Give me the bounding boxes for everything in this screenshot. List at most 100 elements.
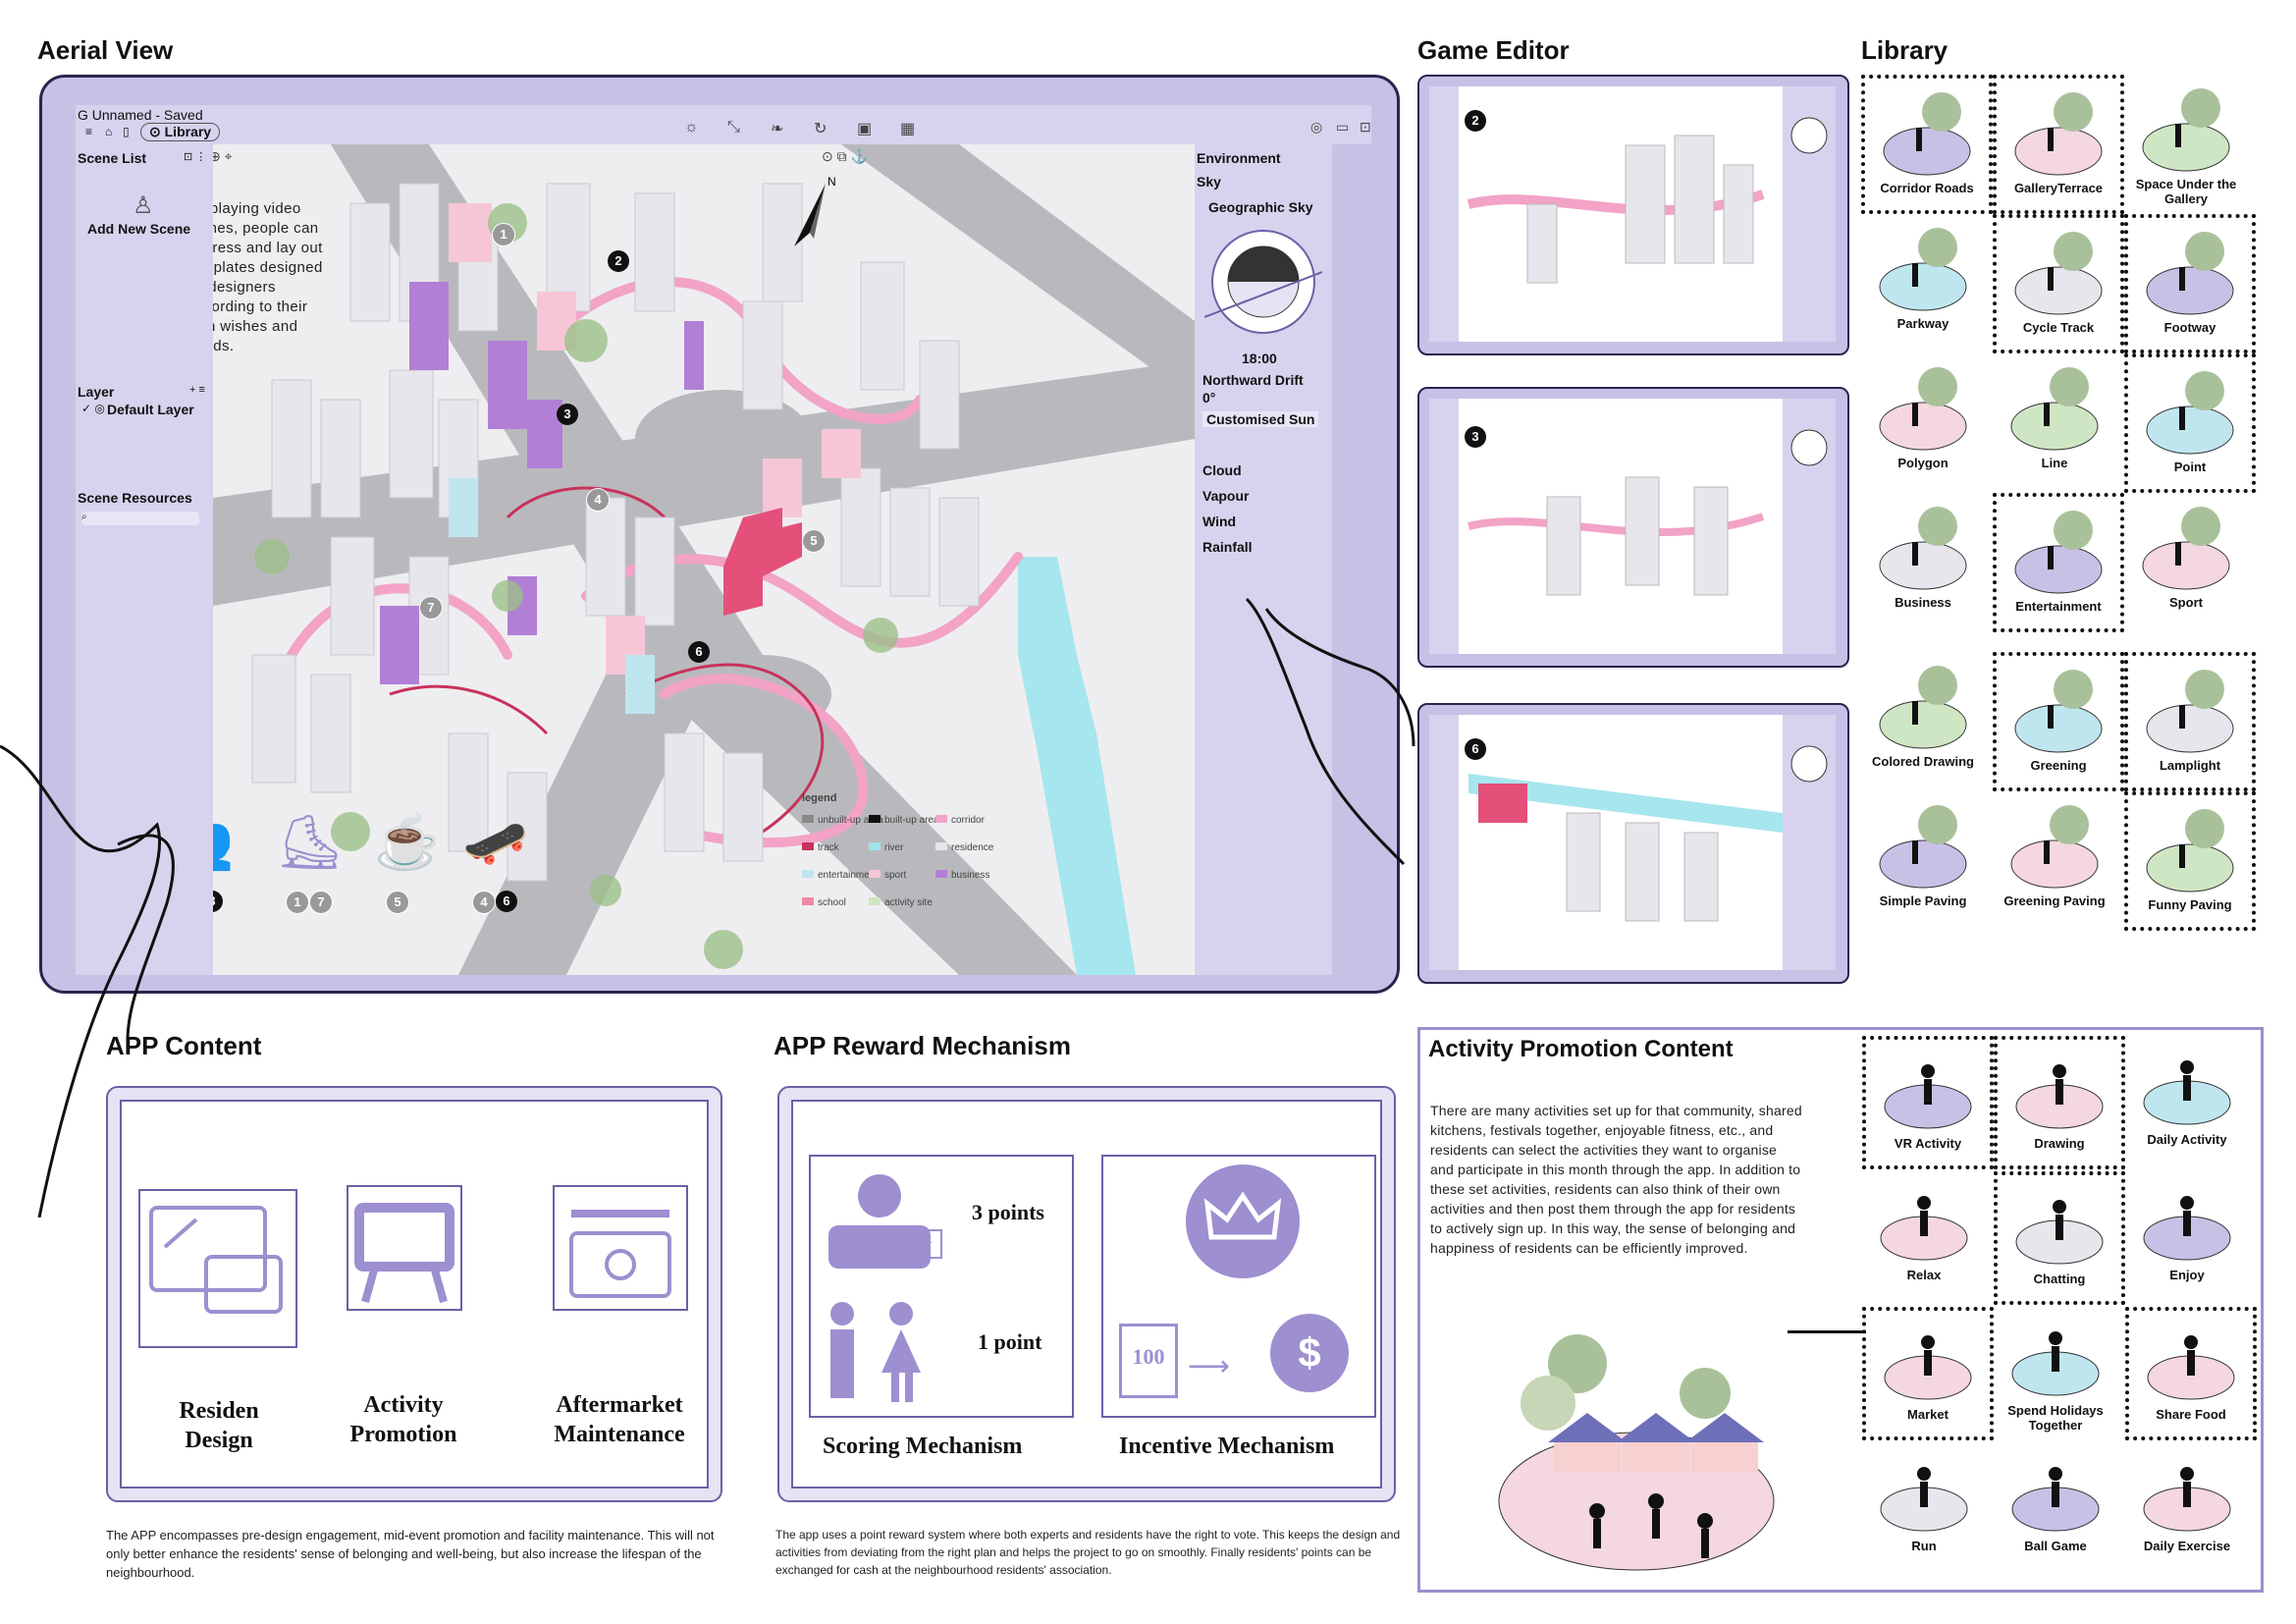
library-item[interactable]: Point xyxy=(2124,353,2256,493)
activity-item[interactable]: Drawing xyxy=(1994,1036,2125,1169)
refresh-icon[interactable]: ↻ xyxy=(814,121,828,137)
activity-item[interactable]: Relax xyxy=(1862,1171,1986,1297)
map-marker-4[interactable]: 4 xyxy=(586,488,610,512)
resource-search-input[interactable]: ⌕ xyxy=(81,512,199,525)
view-tools-icon[interactable]: ⊙ ⧉ ⚓ xyxy=(822,148,868,164)
add-layer-icon[interactable]: + ≡ xyxy=(189,384,205,396)
scene-list-options-icon[interactable]: ⊡ ⋮ xyxy=(184,151,207,163)
sky-dome-icon[interactable] xyxy=(1204,223,1322,341)
activity-item[interactable]: Ball Game xyxy=(1994,1442,2117,1568)
export-icon[interactable]: ⊡ xyxy=(1360,119,1371,135)
window-icon[interactable]: ▭ xyxy=(1336,119,1350,135)
add-new-scene-button[interactable]: Add New Scene xyxy=(87,221,191,237)
library-item[interactable]: Parkway xyxy=(1861,214,1985,346)
bulb-icon[interactable]: ☼ xyxy=(684,119,699,135)
legend-item: river xyxy=(869,838,903,855)
legend-label: sport xyxy=(884,870,907,881)
rainfall-toggle[interactable]: Rainfall xyxy=(1202,539,1253,555)
legend-swatch xyxy=(869,815,881,823)
library-item[interactable]: Colored Drawing xyxy=(1861,652,1985,784)
compass-icon: N xyxy=(794,175,836,246)
legend-item: built-up area xyxy=(869,810,939,828)
library-item[interactable]: Simple Paving xyxy=(1861,791,1985,923)
reward-description: The app uses a point reward system where… xyxy=(775,1528,1401,1577)
activity-item[interactable]: Spend Holidays Together xyxy=(1994,1307,2117,1433)
market-illustration xyxy=(1498,1334,1775,1571)
library-item[interactable]: GalleryTerrace xyxy=(1993,75,2124,214)
screenshot-icon[interactable]: ◎ xyxy=(1310,119,1323,135)
library-item[interactable]: Funny Paving xyxy=(2124,791,2256,931)
residence-buildings xyxy=(251,183,980,882)
editor-screen-2[interactable]: 2 xyxy=(1417,75,1849,355)
activity-item[interactable]: VR Activity xyxy=(1862,1036,1994,1169)
home-icon[interactable]: ⌂ xyxy=(105,125,113,138)
activity-item[interactable]: Chatting xyxy=(1994,1171,2125,1305)
activity-item[interactable]: Share Food xyxy=(2125,1307,2257,1440)
library-item-label: Cycle Track xyxy=(2022,320,2095,335)
library-item[interactable]: Sport xyxy=(2124,493,2248,624)
library-item[interactable]: Lamplight xyxy=(2124,652,2256,791)
library-item[interactable]: Cycle Track xyxy=(1993,214,2124,353)
library-item[interactable]: Entertainment xyxy=(1993,493,2124,632)
map-viewport[interactable]: 1 2 3 4 5 6 7 By playing video games, pe… xyxy=(213,144,1195,975)
editor-screen-3[interactable]: 3 xyxy=(1417,387,1849,668)
legend-label: built-up area xyxy=(884,815,939,826)
library-item[interactable]: Business xyxy=(1861,493,1985,624)
legend-item: corridor xyxy=(935,810,985,828)
library-item[interactable]: Corridor Roads xyxy=(1861,75,1993,214)
layer-check-icon[interactable]: ✓ ◎ xyxy=(81,402,105,415)
default-layer-item[interactable]: Default Layer xyxy=(107,402,194,417)
library-item[interactable]: Greening Paving xyxy=(1993,791,2116,923)
map-marker-7[interactable]: 7 xyxy=(419,596,443,620)
legend-label: track xyxy=(818,842,839,853)
icon-num-6: 6 xyxy=(496,891,517,912)
legend-item: residence xyxy=(935,838,993,855)
file-icon[interactable]: ▯ xyxy=(123,125,130,138)
activity-item[interactable]: Daily Activity xyxy=(2125,1036,2249,1162)
wind-toggle[interactable]: Wind xyxy=(1202,514,1237,529)
map-marker-2[interactable]: 2 xyxy=(608,250,629,272)
library-item-label: Business xyxy=(1895,595,1951,610)
menu-icon[interactable]: ≡ xyxy=(85,125,93,138)
svg-text:N: N xyxy=(828,175,836,189)
view-mode-icon[interactable]: ⚲ ⊕ ⌖ xyxy=(213,148,233,164)
library-item-label: Polygon xyxy=(1897,456,1949,470)
activity-item[interactable]: Enjoy xyxy=(2125,1171,2249,1297)
icon-num-3: 3 xyxy=(213,891,223,912)
customised-sun-toggle[interactable]: Customised Sun xyxy=(1202,411,1319,427)
northward-drift-label: Northward Drift xyxy=(1202,372,1304,388)
environment-title: Environment xyxy=(1197,150,1281,166)
scoring-mechanism-label: Scoring Mechanism xyxy=(823,1434,1023,1459)
editor-screen-6[interactable]: 6 xyxy=(1417,703,1849,984)
map-marker-1[interactable]: 1 xyxy=(492,223,515,246)
library-item[interactable]: Line xyxy=(1993,353,2116,485)
people-figures-icon xyxy=(828,1174,931,1402)
library-tab[interactable]: ⊙ Library xyxy=(140,123,221,141)
coffee-icon: ☕ xyxy=(374,813,441,872)
cloud-toggle[interactable]: Cloud xyxy=(1202,462,1242,478)
resident-design-icon xyxy=(138,1189,297,1348)
leaf-icon[interactable]: ❧ xyxy=(771,121,784,137)
add-scene-icon[interactable]: ♙ xyxy=(133,192,154,219)
path-icon[interactable]: ⤡ xyxy=(727,119,740,135)
map-marker-5[interactable]: 5 xyxy=(802,529,826,553)
library-item[interactable]: Greening xyxy=(1993,652,2124,791)
activity-item-label: Drawing xyxy=(2034,1136,2085,1151)
vapour-toggle[interactable]: Vapour xyxy=(1202,488,1250,504)
library-item-label: Space Under the Gallery xyxy=(2135,177,2237,206)
points-3-label: 3 points xyxy=(972,1200,1044,1224)
map-marker-6[interactable]: 6 xyxy=(688,641,710,663)
legend-swatch xyxy=(802,842,814,850)
library-item[interactable]: Polygon xyxy=(1861,353,1985,485)
icon-num-4: 4 xyxy=(472,891,496,914)
activity-item[interactable]: Market xyxy=(1862,1307,1994,1440)
library-item[interactable]: Footway xyxy=(2124,214,2256,353)
activity-item[interactable]: Run xyxy=(1862,1442,1986,1568)
library-item[interactable]: Space Under the Gallery xyxy=(2124,75,2248,206)
editor-screen-2-content xyxy=(1429,86,1836,342)
activity-item[interactable]: Daily Exercise xyxy=(2125,1442,2249,1568)
grid-icon[interactable]: ▦ xyxy=(900,121,916,137)
activity-item-label: Run xyxy=(1911,1539,1937,1553)
camera-icon[interactable]: ▣ xyxy=(857,121,873,137)
map-marker-3[interactable]: 3 xyxy=(557,404,578,425)
